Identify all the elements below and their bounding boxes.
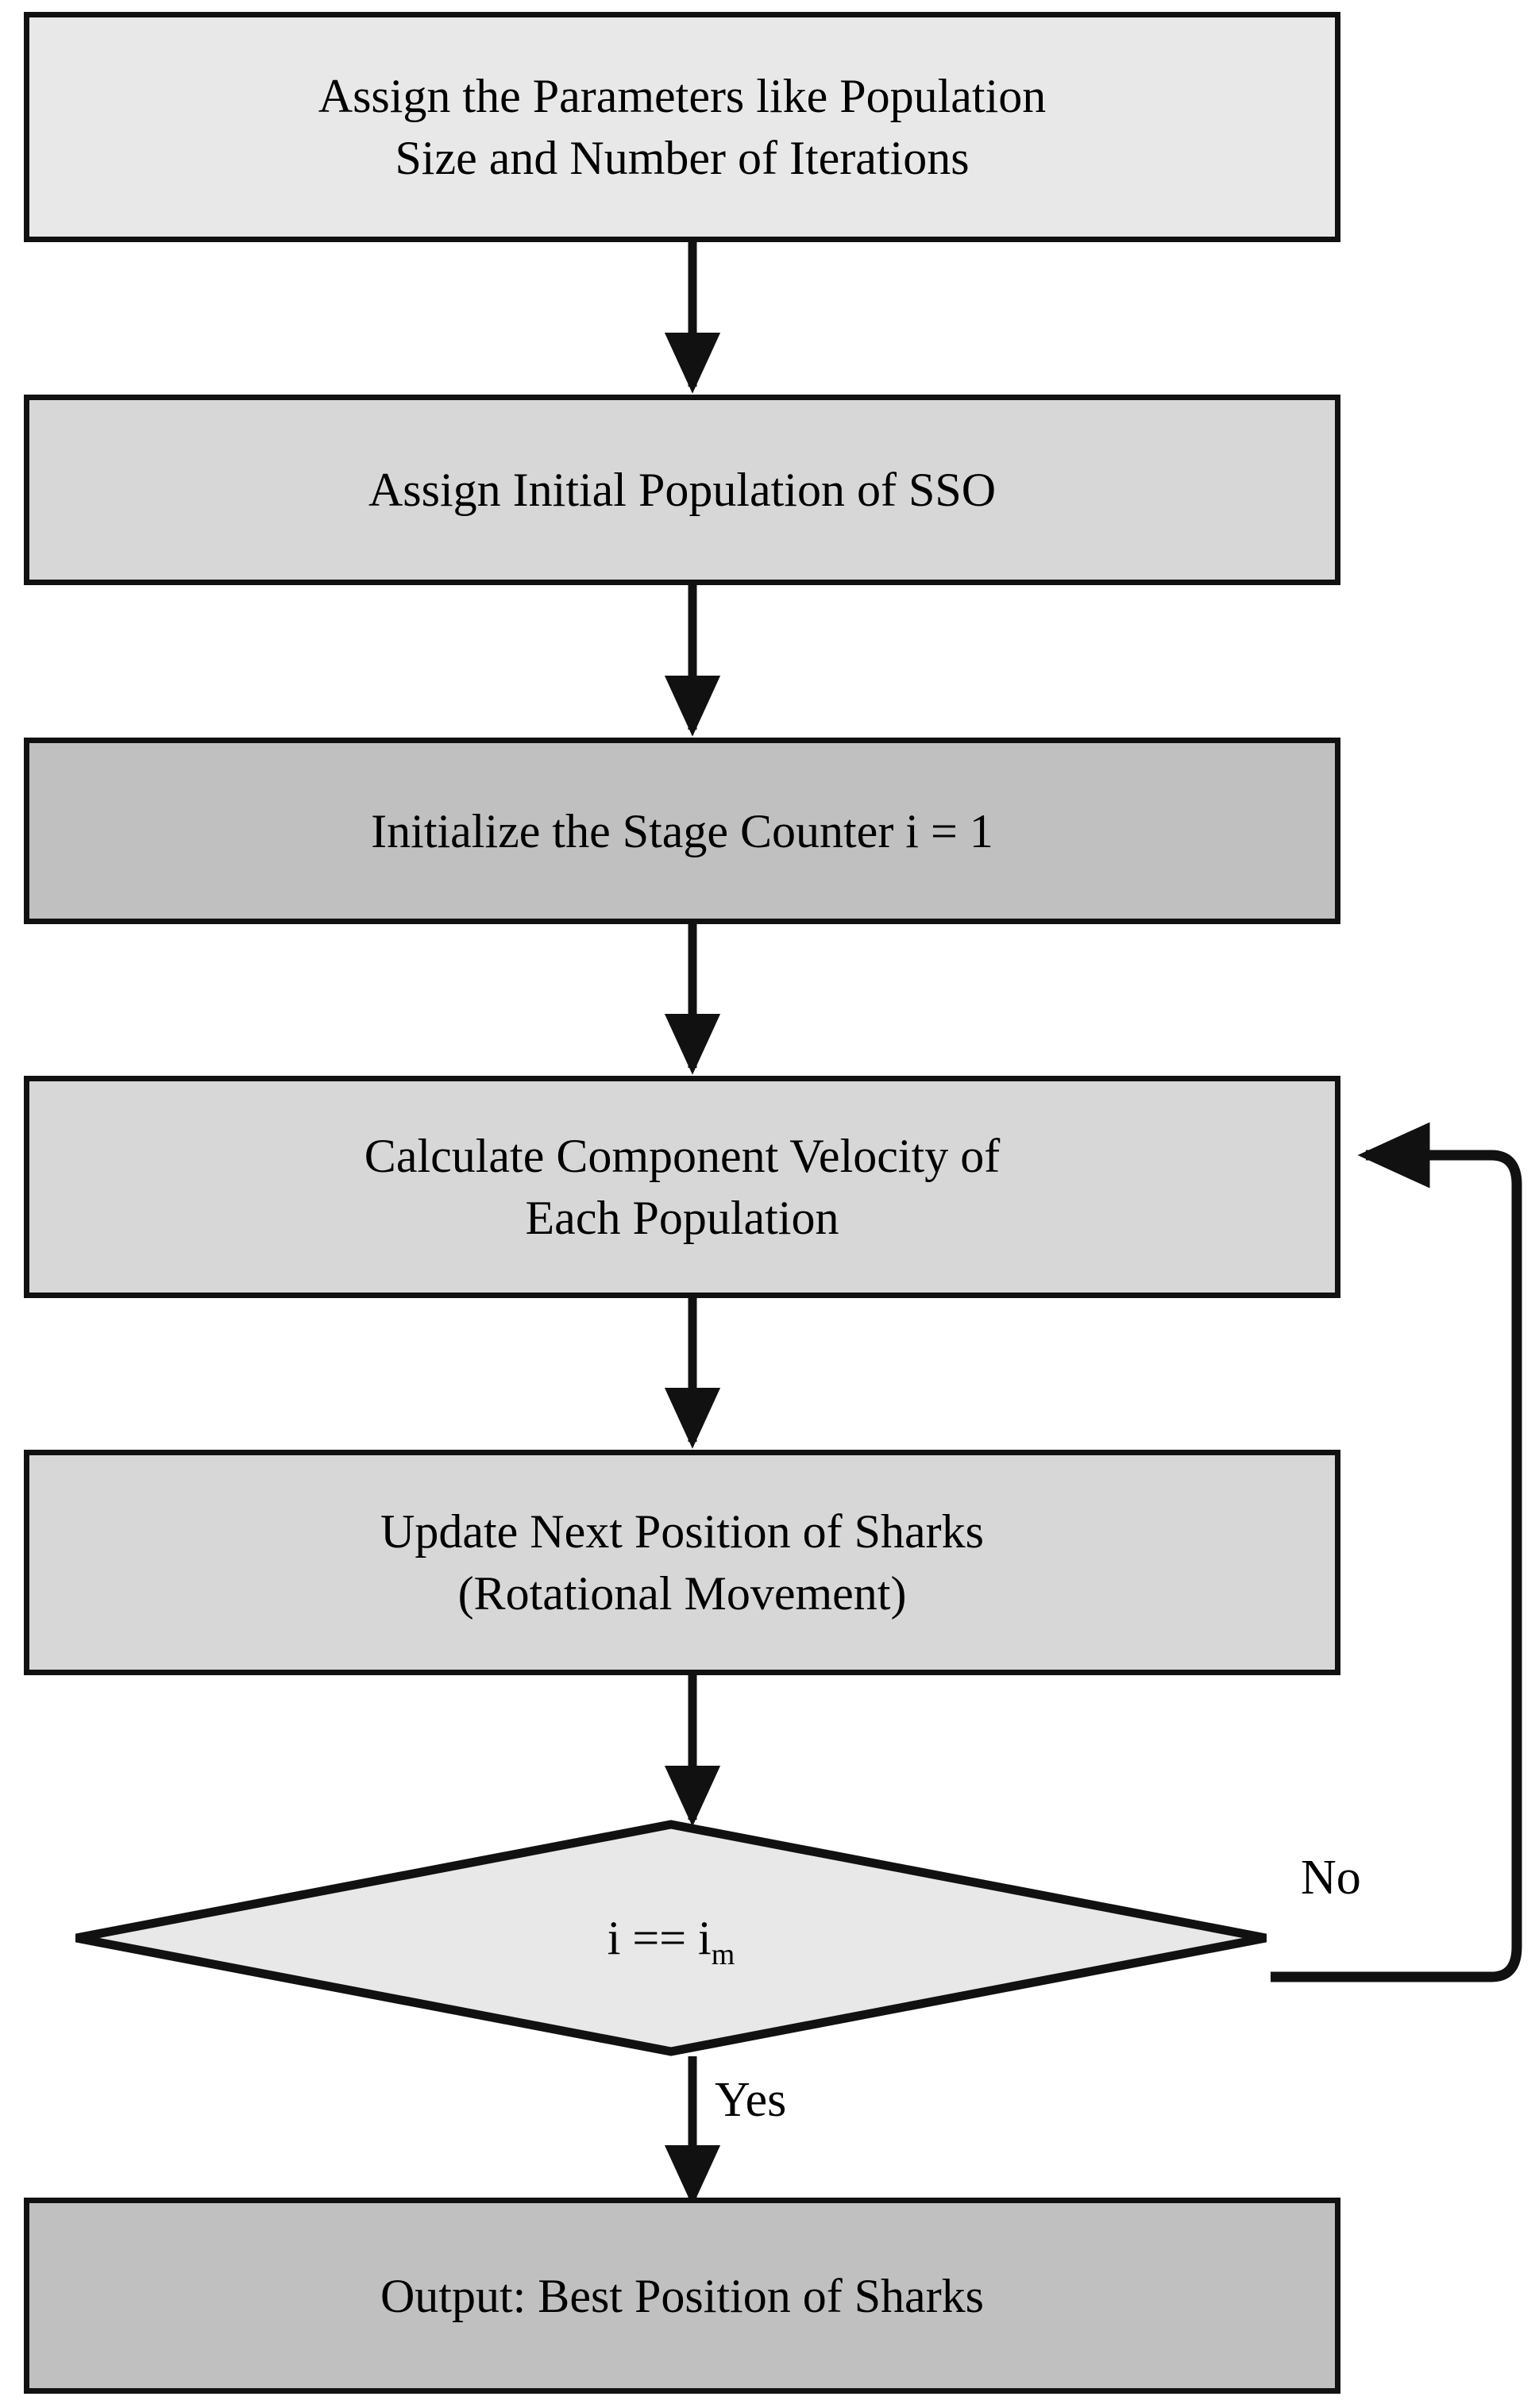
node-decision-iteration-check[interactable]: i == im	[71, 1820, 1271, 2056]
node-output-best-position-label: Output: Best Position of Sharks	[380, 2269, 985, 2322]
decision-diamond-shape	[75, 1820, 1267, 2056]
node-assign-initial-population[interactable]: Assign Initial Population of SSO	[24, 395, 1340, 585]
node-update-next-position-label: Update Next Position of Sharks (Rotation…	[380, 1505, 984, 1620]
node-update-next-position[interactable]: Update Next Position of Sharks (Rotation…	[24, 1450, 1340, 1675]
node-assign-initial-population-label: Assign Initial Population of SSO	[368, 464, 997, 516]
node-assign-parameters[interactable]: Assign the Parameters like Population Si…	[24, 12, 1340, 242]
node-assign-parameters-label: Assign the Parameters like Population Si…	[318, 70, 1047, 184]
edge-label-no: No	[1301, 1851, 1361, 1905]
node-initialize-stage-counter[interactable]: Initialize the Stage Counter i = 1	[24, 738, 1340, 924]
node-calculate-component-velocity[interactable]: Calculate Component Velocity of Each Pop…	[24, 1076, 1340, 1298]
node-output-best-position[interactable]: Output: Best Position of Sharks	[24, 2198, 1340, 2394]
decision-condition-label: i == im	[607, 1911, 735, 1970]
edge-label-yes: Yes	[715, 2073, 787, 2127]
connector-decision-no-feedback-loop	[1271, 1122, 1522, 1982]
node-calculate-component-velocity-label: Calculate Component Velocity of Each Pop…	[364, 1130, 1001, 1244]
decision-condition-lhs: i == i	[607, 1911, 712, 1964]
node-initialize-stage-counter-label: Initialize the Stage Counter i = 1	[371, 804, 993, 857]
decision-condition-subscript: m	[711, 1937, 735, 1971]
